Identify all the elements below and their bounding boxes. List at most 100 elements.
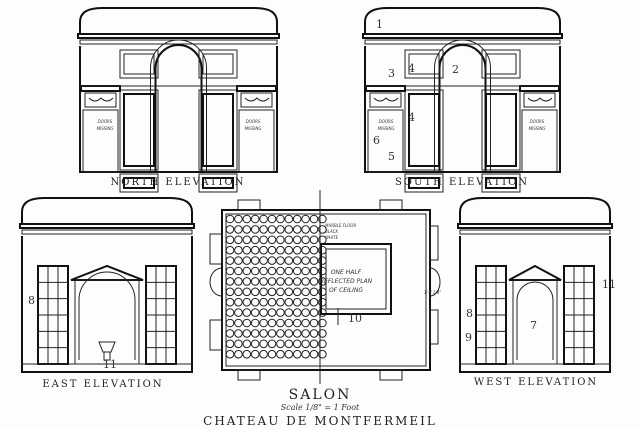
door-opening — [238, 109, 275, 173]
floor-tile — [292, 214, 302, 224]
floor-tile — [309, 256, 319, 265]
window-jamb-east — [429, 225, 439, 261]
floor-tile — [284, 308, 294, 317]
floor-tile — [284, 245, 294, 255]
floor-tile — [284, 235, 294, 245]
wall-outline — [364, 46, 561, 173]
floor-tile — [225, 329, 235, 338]
floor-tile — [250, 297, 260, 307]
dado-panel-inner — [123, 177, 155, 189]
callout-2: 2 — [452, 63, 459, 76]
floor-tile — [225, 308, 235, 317]
floor-tile — [267, 329, 277, 338]
pilaster-panel — [198, 89, 238, 171]
floor-tile — [301, 318, 310, 328]
floor-tile — [292, 329, 302, 338]
floor-tile — [225, 287, 235, 297]
door-jamb — [237, 199, 261, 211]
floor-tile — [250, 256, 260, 265]
floor-tile — [318, 308, 327, 317]
upper-panel — [404, 49, 444, 79]
overdoor-cornice — [519, 85, 560, 92]
floor-tile — [301, 225, 310, 234]
floor-tile — [309, 277, 319, 286]
floor-tile — [301, 287, 310, 297]
floor-tile — [234, 308, 243, 317]
floor-tile — [267, 266, 277, 276]
floor-tile — [225, 235, 235, 245]
floor-tile — [309, 225, 319, 234]
floor-tile — [276, 339, 285, 349]
floor-tile — [318, 318, 327, 328]
floor-tile — [242, 277, 252, 286]
ceiling-note-2: REFLECTED PLAN — [320, 278, 373, 285]
white-note: WHITE — [325, 235, 339, 240]
floor-tile — [284, 256, 294, 265]
upper-panel-inner — [123, 53, 155, 75]
callout-8-east: 8 — [28, 294, 35, 307]
arch-molding — [434, 39, 491, 172]
callout-1: 1 — [376, 18, 383, 31]
floor-tile — [284, 297, 294, 307]
dado-panel-inner — [202, 177, 234, 189]
floor-tile — [276, 235, 285, 245]
door-opening — [82, 109, 119, 173]
floor-tile — [301, 349, 310, 359]
plan-inner-outline — [225, 213, 427, 367]
callout-3: 3 — [388, 67, 395, 80]
floor-tile — [284, 349, 294, 359]
marble-floor-tiles — [225, 214, 327, 359]
floor-tile — [292, 297, 302, 307]
floor-tile — [225, 245, 235, 255]
floor-tile — [242, 318, 252, 328]
ceiling-cove — [459, 197, 611, 224]
floor-tile — [225, 318, 235, 328]
floor-tile — [242, 266, 252, 276]
ceiling-cove — [364, 7, 561, 34]
niche — [78, 271, 136, 360]
floor-tile — [301, 235, 310, 245]
pilaster-panel-inner — [408, 93, 440, 167]
callout-4b: 4 — [408, 111, 415, 124]
floor-tile — [234, 329, 243, 338]
floor-tile — [250, 339, 260, 349]
floor-tile — [259, 256, 268, 265]
floor-tile — [301, 329, 310, 338]
floor-tile — [309, 318, 319, 328]
floor-tile — [259, 266, 268, 276]
door-jamb — [237, 369, 261, 381]
niche-frame — [74, 279, 140, 365]
window-jamb-west — [209, 319, 223, 351]
floor-tile — [318, 339, 327, 349]
south-elevation-label: SOUTH ELEVATION — [395, 177, 529, 188]
wall-outline — [79, 46, 278, 173]
upper-panel-inner — [202, 53, 234, 75]
floor-tile — [234, 277, 243, 286]
floor-tile — [250, 308, 260, 317]
floor-tile — [267, 318, 277, 328]
floor-tile — [309, 349, 319, 359]
floor-tile — [225, 297, 235, 307]
ceiling-cove — [79, 7, 278, 34]
callout-11-east: 11 — [103, 358, 117, 371]
floor-tile — [267, 339, 277, 349]
floor-tile — [284, 266, 294, 276]
dado-panel — [198, 173, 238, 193]
floor-tile — [259, 235, 268, 245]
callout-7: 7 — [530, 319, 537, 332]
upper-panel — [481, 49, 521, 79]
floor-tile — [292, 277, 302, 286]
upper-panel — [198, 49, 238, 79]
north-door-note-4: MISSING — [245, 126, 262, 131]
east-elevation — [19, 197, 195, 373]
floor-tile — [276, 329, 285, 338]
floor-tile — [267, 349, 277, 359]
floor-tile — [309, 266, 319, 276]
pilaster-panel-inner — [485, 93, 517, 167]
floor-tile — [250, 318, 260, 328]
overdoor-cornice — [236, 85, 277, 92]
floor-tile — [225, 349, 235, 359]
pediment — [70, 264, 144, 281]
floor-tile — [301, 297, 310, 307]
